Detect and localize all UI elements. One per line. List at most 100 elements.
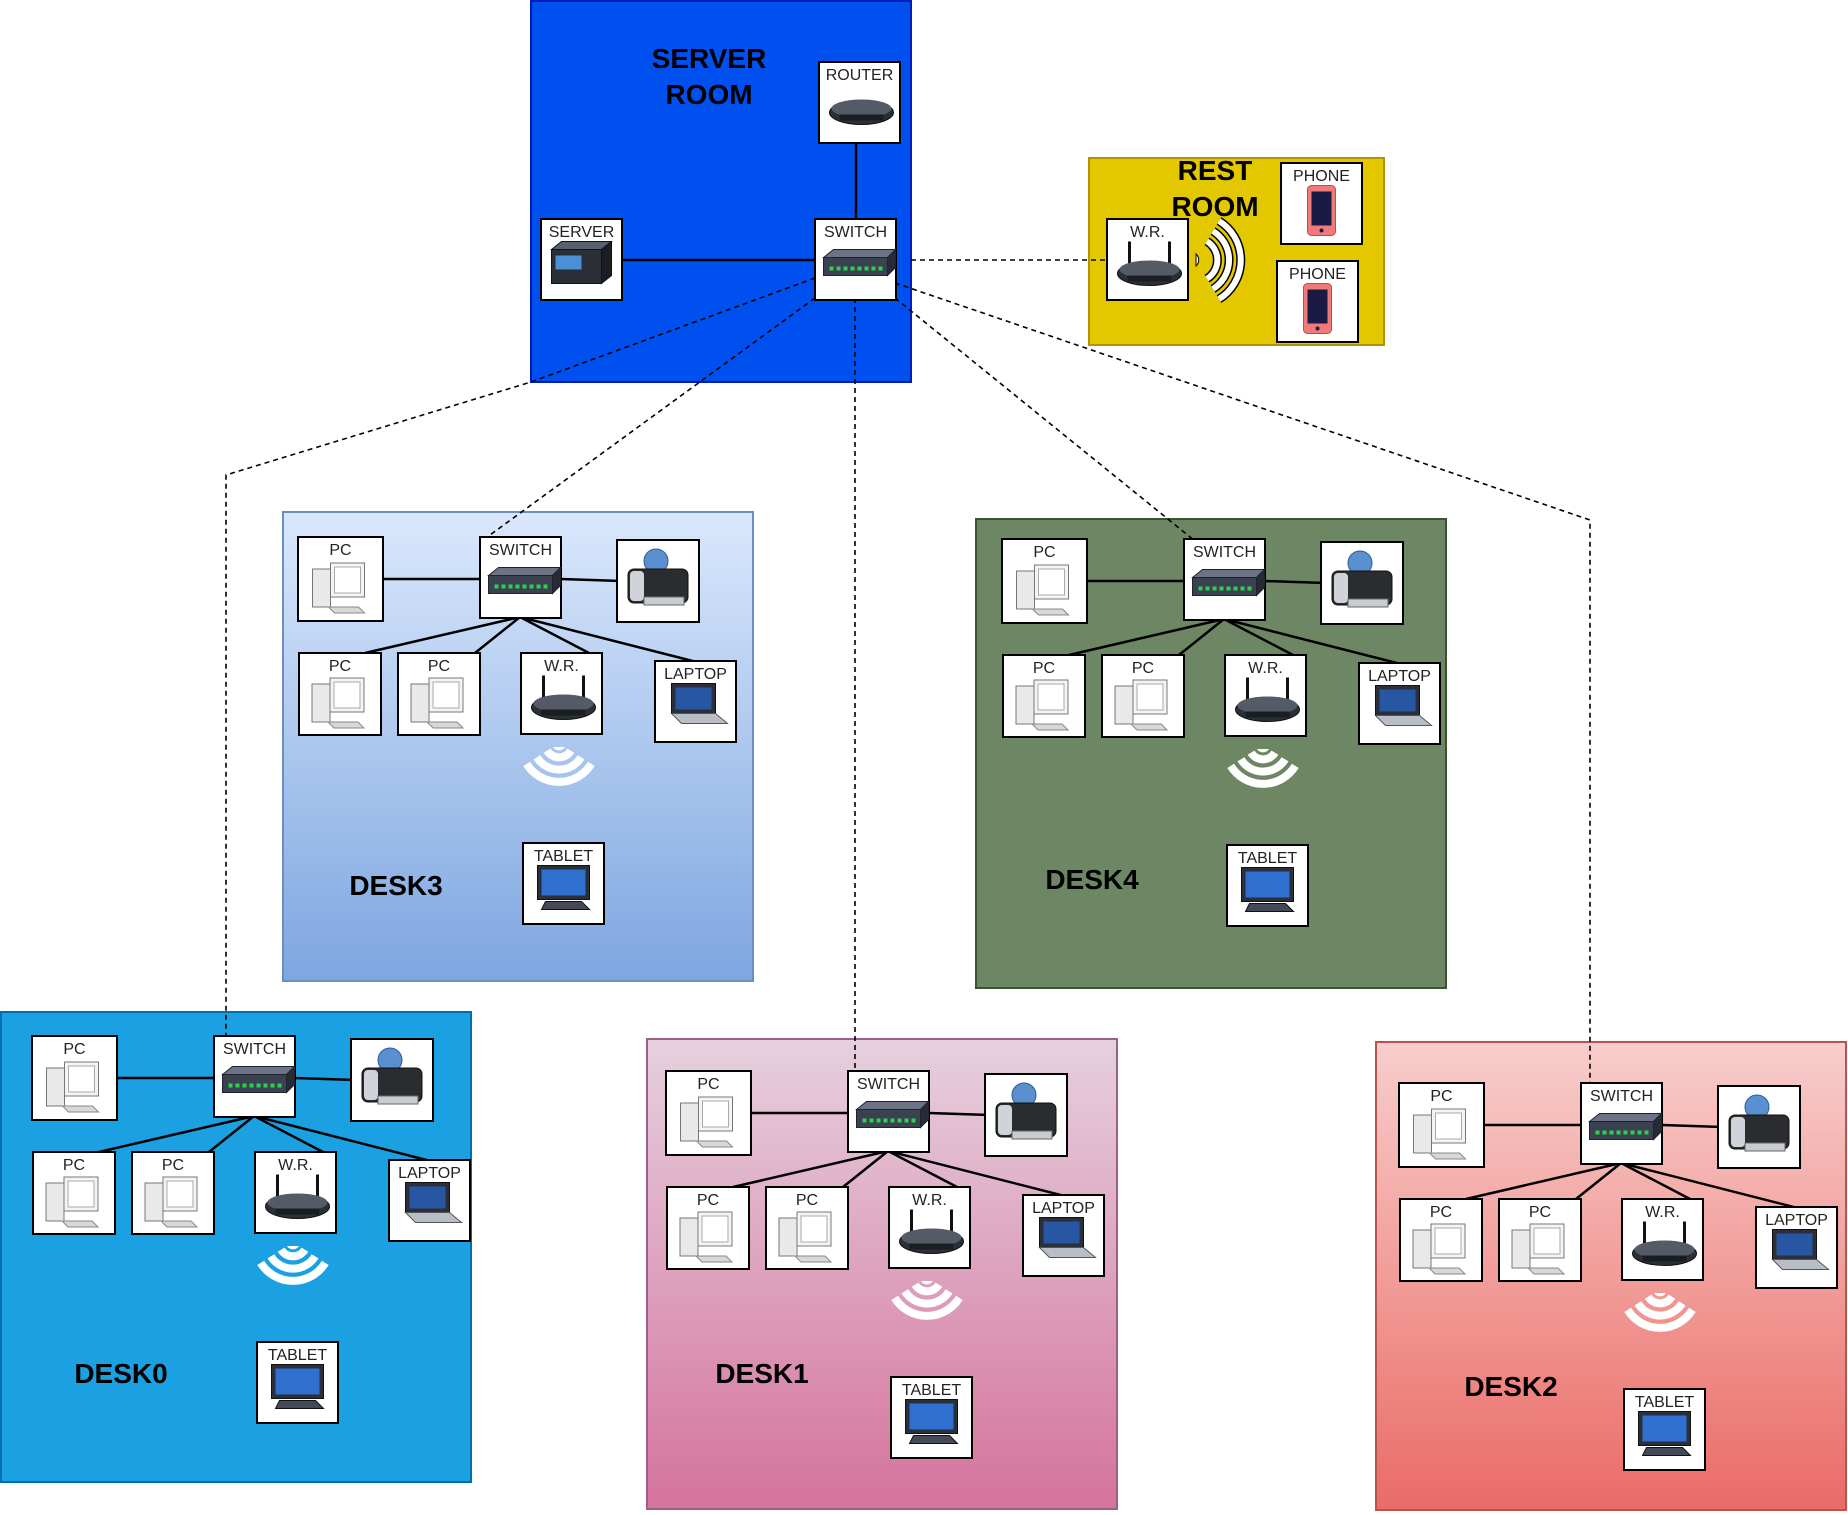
desk0-laptop-label: LAPTOP xyxy=(398,1165,461,1182)
phone-icon xyxy=(1303,283,1332,334)
desk1-pc-2: PC xyxy=(666,1186,750,1270)
desk0-switch: SWITCH xyxy=(213,1035,296,1118)
desk1-pc-1: PC xyxy=(665,1070,752,1156)
desk2-tablet-label: TABLET xyxy=(1635,1394,1695,1411)
desk4-title: DESK4 xyxy=(1045,864,1139,895)
desk0-pc-3: PC xyxy=(131,1151,215,1235)
server-room-links xyxy=(622,143,858,262)
restroom-wireless-router-label: W.R. xyxy=(1130,224,1165,241)
wireless-router-icon xyxy=(531,675,596,720)
desk2-pc-3: PC xyxy=(1498,1198,1582,1282)
desk3-laptop-label: LAPTOP xyxy=(664,666,727,683)
printer-icon xyxy=(361,1047,423,1105)
phone-device-1-label: PHONE xyxy=(1293,168,1350,185)
desktop-pc-icon xyxy=(312,562,366,614)
desk1-laptop: LAPTOP xyxy=(1022,1194,1105,1277)
core-switch-device: SWITCH xyxy=(814,218,897,301)
link-switch-desk3 xyxy=(489,297,816,536)
desk4-tablet: TABLET xyxy=(1226,844,1309,927)
rest-room-title-line2: ROOM xyxy=(1171,191,1258,222)
printer-icon xyxy=(1728,1094,1790,1152)
desk1-laptop-label: LAPTOP xyxy=(1032,1200,1095,1217)
desk3-printer xyxy=(616,539,700,623)
phone-device-2: PHONE xyxy=(1276,260,1359,343)
server-device: SERVER xyxy=(540,218,623,301)
desk4-pc-3: PC xyxy=(1101,654,1185,738)
desk1-switch-label: SWITCH xyxy=(857,1076,920,1093)
desktop-pc-icon xyxy=(45,1176,100,1228)
switch-icon xyxy=(221,1065,296,1094)
desk0-title: DESK0 xyxy=(74,1358,167,1389)
desk3-laptop: LAPTOP xyxy=(654,660,737,743)
desk3-pc-1: PC xyxy=(297,536,384,622)
switch-icon xyxy=(855,1100,930,1129)
server-room-title-line1: SERVER xyxy=(652,43,767,74)
desk0-printer xyxy=(350,1038,434,1122)
desk3-switch-label: SWITCH xyxy=(489,542,552,559)
desk3-pc-1-label: PC xyxy=(329,542,351,559)
desk3-wireless-router: W.R. xyxy=(520,652,603,735)
laptop-icon xyxy=(1374,685,1433,726)
laptop-icon xyxy=(404,1182,463,1223)
desk2-laptop: LAPTOP xyxy=(1755,1206,1838,1289)
desktop-pc-icon xyxy=(1015,679,1070,731)
desk2-printer xyxy=(1717,1085,1801,1169)
desk4-pc-2-label: PC xyxy=(1033,660,1055,677)
desk3-wifi-signal xyxy=(523,747,595,786)
desk0-pc-2: PC xyxy=(32,1151,116,1235)
desk0-pc-3-label: PC xyxy=(162,1157,184,1174)
desk4-pc-3-label: PC xyxy=(1132,660,1154,677)
desk3-pc-2: PC xyxy=(298,652,382,736)
rest-room-title-line1: REST xyxy=(1178,155,1253,186)
phone-icon xyxy=(1307,185,1336,236)
desk1-wireless-router-label: W.R. xyxy=(912,1192,947,1209)
desktop-pc-icon xyxy=(1413,1108,1467,1160)
desk4-pc-1-label: PC xyxy=(1033,544,1055,561)
link-switch-desk0 xyxy=(225,277,816,1038)
desk4-wifi-signal xyxy=(1227,749,1299,788)
printer-icon xyxy=(1331,550,1393,608)
desk4-pc-1: PC xyxy=(1001,538,1088,624)
printer-icon xyxy=(627,548,689,606)
desktop-pc-icon xyxy=(680,1096,734,1148)
desk2-pc-1: PC xyxy=(1398,1082,1485,1168)
desk0-pc-1-label: PC xyxy=(63,1041,85,1058)
router-icon xyxy=(829,99,894,125)
desktop-pc-icon xyxy=(410,677,465,729)
desk2-wireless-router: W.R. xyxy=(1621,1198,1704,1281)
tablet-icon xyxy=(271,1364,325,1409)
desk2-pc-2: PC xyxy=(1399,1198,1483,1282)
desk4-printer xyxy=(1320,541,1404,625)
desk4-laptop: LAPTOP xyxy=(1358,662,1441,745)
desktop-pc-icon xyxy=(1016,564,1070,616)
wireless-router-icon xyxy=(1235,677,1300,722)
switch-icon xyxy=(1588,1112,1663,1141)
desk2-pc-3-label: PC xyxy=(1529,1204,1551,1221)
server-device-label: SERVER xyxy=(549,224,615,241)
router-device-label: ROUTER xyxy=(826,67,894,84)
switch-icon xyxy=(487,566,562,595)
server-icon xyxy=(550,240,613,285)
backbone-links xyxy=(225,259,1591,1084)
desk1-tablet-label: TABLET xyxy=(902,1382,962,1399)
link-switch-desk4 xyxy=(894,297,1196,542)
switch-icon xyxy=(1191,568,1266,597)
core-switch-device-label: SWITCH xyxy=(824,224,887,241)
desk0-tablet: TABLET xyxy=(256,1341,339,1424)
desk2-wifi-signal xyxy=(1624,1293,1696,1332)
tablet-icon xyxy=(1638,1411,1692,1456)
laptop-icon xyxy=(670,683,729,724)
wireless-router-icon xyxy=(899,1209,964,1254)
desk0-wifi-signal xyxy=(257,1246,329,1285)
desk2-tablet: TABLET xyxy=(1623,1388,1706,1471)
laptop-icon xyxy=(1038,1217,1097,1258)
desktop-pc-icon xyxy=(311,677,366,729)
desk1-pc-3-label: PC xyxy=(796,1192,818,1209)
link-switch-desk2 xyxy=(894,282,1591,1084)
desk4-switch-label: SWITCH xyxy=(1193,544,1256,561)
desk2-pc-1-label: PC xyxy=(1430,1088,1452,1105)
desk0-laptop: LAPTOP xyxy=(388,1159,471,1242)
desktop-pc-icon xyxy=(778,1211,833,1263)
desk2-title: DESK2 xyxy=(1464,1371,1557,1402)
